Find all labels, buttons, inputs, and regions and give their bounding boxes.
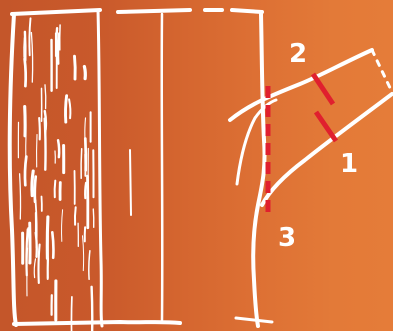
bark-stroke — [45, 119, 46, 170]
bark-stroke — [38, 245, 39, 283]
bark-stroke — [31, 33, 32, 83]
bark-stroke — [56, 28, 57, 56]
bark-stroke — [24, 38, 25, 58]
bark-stroke — [35, 177, 36, 202]
bark-stroke — [20, 174, 21, 219]
background-stem — [162, 14, 163, 320]
bark-stroke — [55, 181, 56, 198]
bark-stroke — [58, 140, 59, 157]
bark-stroke — [69, 99, 70, 118]
bark-stroke — [62, 210, 63, 242]
faint-stem-mark — [130, 150, 131, 215]
cut-line-1 — [316, 112, 336, 141]
bark-stroke — [25, 157, 26, 186]
bark-stroke — [28, 228, 29, 264]
bark-stroke — [89, 251, 90, 279]
bark-stroke — [32, 171, 33, 196]
bark-stroke — [83, 236, 84, 271]
bark-stroke — [75, 56, 76, 79]
bark-stroke — [81, 149, 82, 179]
bark-stroke — [65, 96, 66, 122]
bark-stroke — [34, 259, 35, 278]
bark-stroke — [45, 85, 46, 109]
bark-stroke — [85, 139, 86, 171]
bark-stroke — [52, 232, 53, 257]
bark-stroke — [58, 33, 59, 64]
bark-stroke — [39, 118, 40, 139]
bark-stroke — [75, 207, 76, 224]
bark-stroke — [85, 183, 86, 198]
bark-stroke — [85, 118, 86, 140]
trunk-bark — [10, 10, 180, 331]
cut-line-2 — [313, 74, 333, 104]
main-trunk-left-edge — [253, 14, 264, 326]
label-three: 3 — [278, 223, 296, 253]
label-two: 2 — [289, 39, 307, 69]
top-edge-line — [118, 10, 262, 12]
trunk-base-line — [236, 318, 272, 322]
label-one: 1 — [340, 149, 358, 179]
branch-end-dashed — [372, 50, 392, 92]
bark-stroke — [25, 59, 26, 86]
bark-stroke — [92, 287, 93, 331]
bark-stroke — [84, 67, 85, 79]
branch-lower-edge — [262, 94, 392, 205]
bark-stroke — [26, 229, 27, 275]
bark-stroke — [29, 18, 30, 55]
